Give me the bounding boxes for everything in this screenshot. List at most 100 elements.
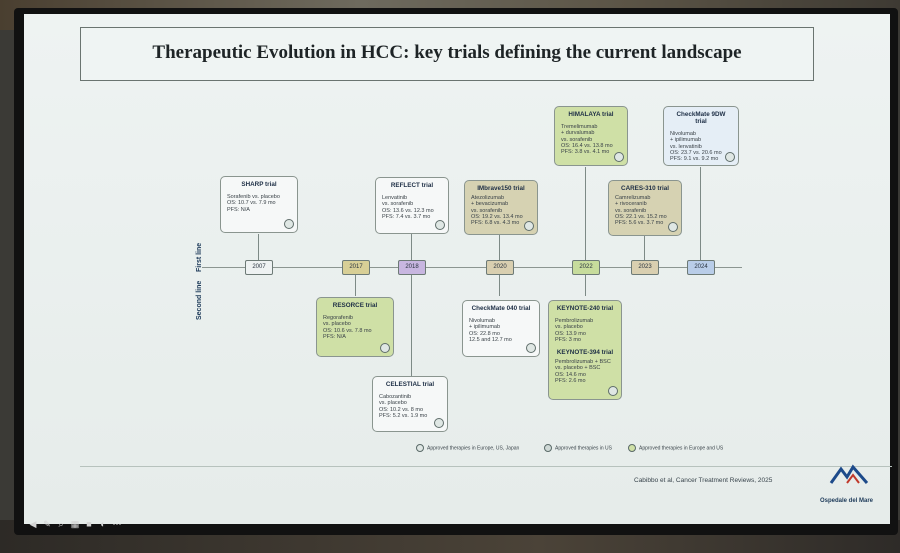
video-icon[interactable]: ■ <box>86 519 92 529</box>
second-line-label: Second line <box>196 280 203 320</box>
trial-detail: + ipilimumab <box>670 137 702 144</box>
trial-box-checkmate040: CheckMate 040 trial Nivolumab + ipilimum… <box>462 300 540 357</box>
approval-badge-icon <box>524 221 534 231</box>
connector-celestial <box>411 274 412 379</box>
trial-detail: OS: 13.9 mo <box>555 330 586 337</box>
trial-name: SHARP trial <box>241 181 277 188</box>
trial-detail: OS: 16.4 vs. 13.8 mo <box>561 142 613 149</box>
trial-detail: Regorafenib <box>323 315 353 321</box>
trial-box-checkmate9dw: CheckMate 9DW trial Nivolumab + ipilimum… <box>663 106 739 166</box>
slide-title: Therapeutic Evolution in HCC: key trials… <box>152 42 742 63</box>
footer-divider <box>80 466 892 467</box>
more-icon[interactable]: ⋯ <box>112 519 122 529</box>
trial-detail: PFS: 5.2 vs. 1.9 mo <box>379 412 428 419</box>
approval-badge-icon <box>380 343 390 353</box>
trial-detail: Atezolizumab <box>471 195 505 201</box>
trial-detail: PFS: 5.6 vs. 3.7 mo <box>615 220 664 227</box>
trial-detail: PFS: 6.8 vs. 4.3 mo <box>471 220 520 227</box>
trial-detail: + bevacizumab <box>471 201 509 208</box>
trial-detail: vs. lenvatinib <box>670 143 702 150</box>
trial-detail: OS: 19.2 vs. 13.4 mo <box>471 213 523 220</box>
connector-himalaya <box>585 167 586 260</box>
badge-icon <box>416 444 424 452</box>
trial-name: KEYNOTE-240 trial <box>556 305 614 312</box>
zoom-icon[interactable]: ⌕ <box>58 519 64 529</box>
timeline-axis <box>202 267 742 268</box>
approval-badge-icon <box>284 219 294 229</box>
trial-detail: Pembrolizumab <box>555 318 594 324</box>
trial-detail: Camrelizumab <box>615 195 651 201</box>
trial-name: RESORCE trial <box>332 302 378 309</box>
legend-label: Approved therapies in Europe and US <box>639 445 724 452</box>
year-marker: 2024 <box>687 260 715 275</box>
approval-badge-icon <box>668 222 678 232</box>
trial-box-sharp: SHARP trial Sorafenib vs. placebo OS: 10… <box>220 176 298 233</box>
citation: Cabibbo et al, Cancer Treatment Reviews,… <box>634 477 773 484</box>
subtitles-icon[interactable]: ◐ <box>100 519 106 529</box>
trial-detail: PFS: N/A <box>323 333 346 340</box>
trial-detail: PFS: 2.6 mo <box>555 378 586 385</box>
year-marker: 2007 <box>245 260 273 275</box>
approval-badge-icon <box>608 386 618 396</box>
title-box: Therapeutic Evolution in HCC: key trials… <box>80 27 814 81</box>
trial-detail: OS: 14.6 mo <box>555 371 586 378</box>
trial-name: CELESTIAL trial <box>385 381 435 388</box>
trial-detail: vs. sorafenib <box>615 207 647 214</box>
trial-detail: + rivoceranib <box>615 201 647 208</box>
trial-detail: vs. placebo <box>323 321 351 328</box>
trial-name: HIMALAYA trial <box>568 111 614 118</box>
trial-box-keynote: KEYNOTE-240 trial Pembrolizumab vs. plac… <box>548 300 622 400</box>
arrow-icon[interactable]: ◀ <box>29 519 37 529</box>
trial-detail: vs. placebo <box>379 400 407 407</box>
trial-detail: Nivolumab <box>670 131 696 137</box>
trial-detail: Tremelimumab <box>561 124 598 130</box>
connector-reflect <box>411 234 412 260</box>
approval-badge-icon <box>526 343 536 353</box>
connector-resorce <box>355 274 356 296</box>
connector-checkmate9dw <box>700 167 701 260</box>
badge-icon <box>628 444 636 452</box>
trial-name: CheckMate 9DW trial <box>676 111 726 125</box>
trial-name: CheckMate 040 trial <box>471 305 531 312</box>
trial-detail: + ipilimumab <box>469 324 501 331</box>
legend-item: Approved therapies in Europe, US, Japan <box>416 444 519 452</box>
trial-name: CARES-310 trial <box>621 185 669 192</box>
trial-detail: OS: 22.8 mo <box>469 330 500 337</box>
approval-badge-icon <box>614 152 624 162</box>
trial-detail: Nivolumab <box>469 318 495 324</box>
trial-detail: + durvalumab <box>561 130 595 137</box>
trial-box-reflect: REFLECT trial Lenvatinib vs. sorafenib O… <box>375 177 449 234</box>
year-marker: 2020 <box>486 260 514 275</box>
approval-badge-icon <box>725 152 735 162</box>
trial-detail: 12.5 and 12.7 mo <box>469 336 512 343</box>
approval-badge-icon <box>435 220 445 230</box>
trial-detail: OS: 10.2 vs. 8 mo <box>379 406 424 413</box>
trial-detail: OS: 22.1 vs. 15.2 mo <box>615 213 667 220</box>
trial-detail: vs. placebo + BSC <box>555 365 601 372</box>
slides-icon[interactable]: ▦ <box>70 519 80 529</box>
trial-box-cares310: CARES-310 trial Camrelizumab + rivoceran… <box>608 180 682 236</box>
year-marker: 2018 <box>398 260 426 275</box>
trial-detail: Cabozantinib <box>379 394 412 400</box>
trial-detail: OS: 10.7 vs. 7.9 mo <box>227 200 276 207</box>
trial-box-himalaya: HIMALAYA trial Tremelimumab + durvalumab… <box>554 106 628 166</box>
legend-label: Approved therapies in Europe, US, Japan <box>427 445 520 452</box>
trial-detail: vs. sorafenib <box>471 207 503 214</box>
trial-detail: vs. placebo <box>555 324 583 331</box>
trial-detail: PFS: 9.1 vs. 9.2 mo <box>670 156 719 163</box>
trial-detail: PFS: N/A <box>227 206 250 213</box>
trial-name: IMbrave150 trial <box>477 185 525 192</box>
trial-detail: vs. sorafenib <box>382 201 414 208</box>
trial-detail: OS: 23.7 vs. 20.6 mo <box>670 149 722 156</box>
year-marker: 2017 <box>342 260 370 275</box>
trial-box-imbrave150: IMbrave150 trial Atezolizumab + bevacizu… <box>464 180 538 235</box>
pen-icon[interactable]: ✎ <box>43 519 51 529</box>
trial-detail: Lenvatinib <box>382 195 408 201</box>
trial-detail: OS: 13.6 vs. 12.3 mo <box>382 207 434 214</box>
connector-keynote <box>585 274 586 296</box>
trial-detail: PFS: 3.8 vs. 4.1 mo <box>561 149 610 156</box>
legend-label: Approved therapies in US <box>555 445 612 452</box>
trial-name: REFLECT trial <box>390 182 434 189</box>
connector-cares <box>644 236 645 260</box>
badge-icon <box>544 444 552 452</box>
